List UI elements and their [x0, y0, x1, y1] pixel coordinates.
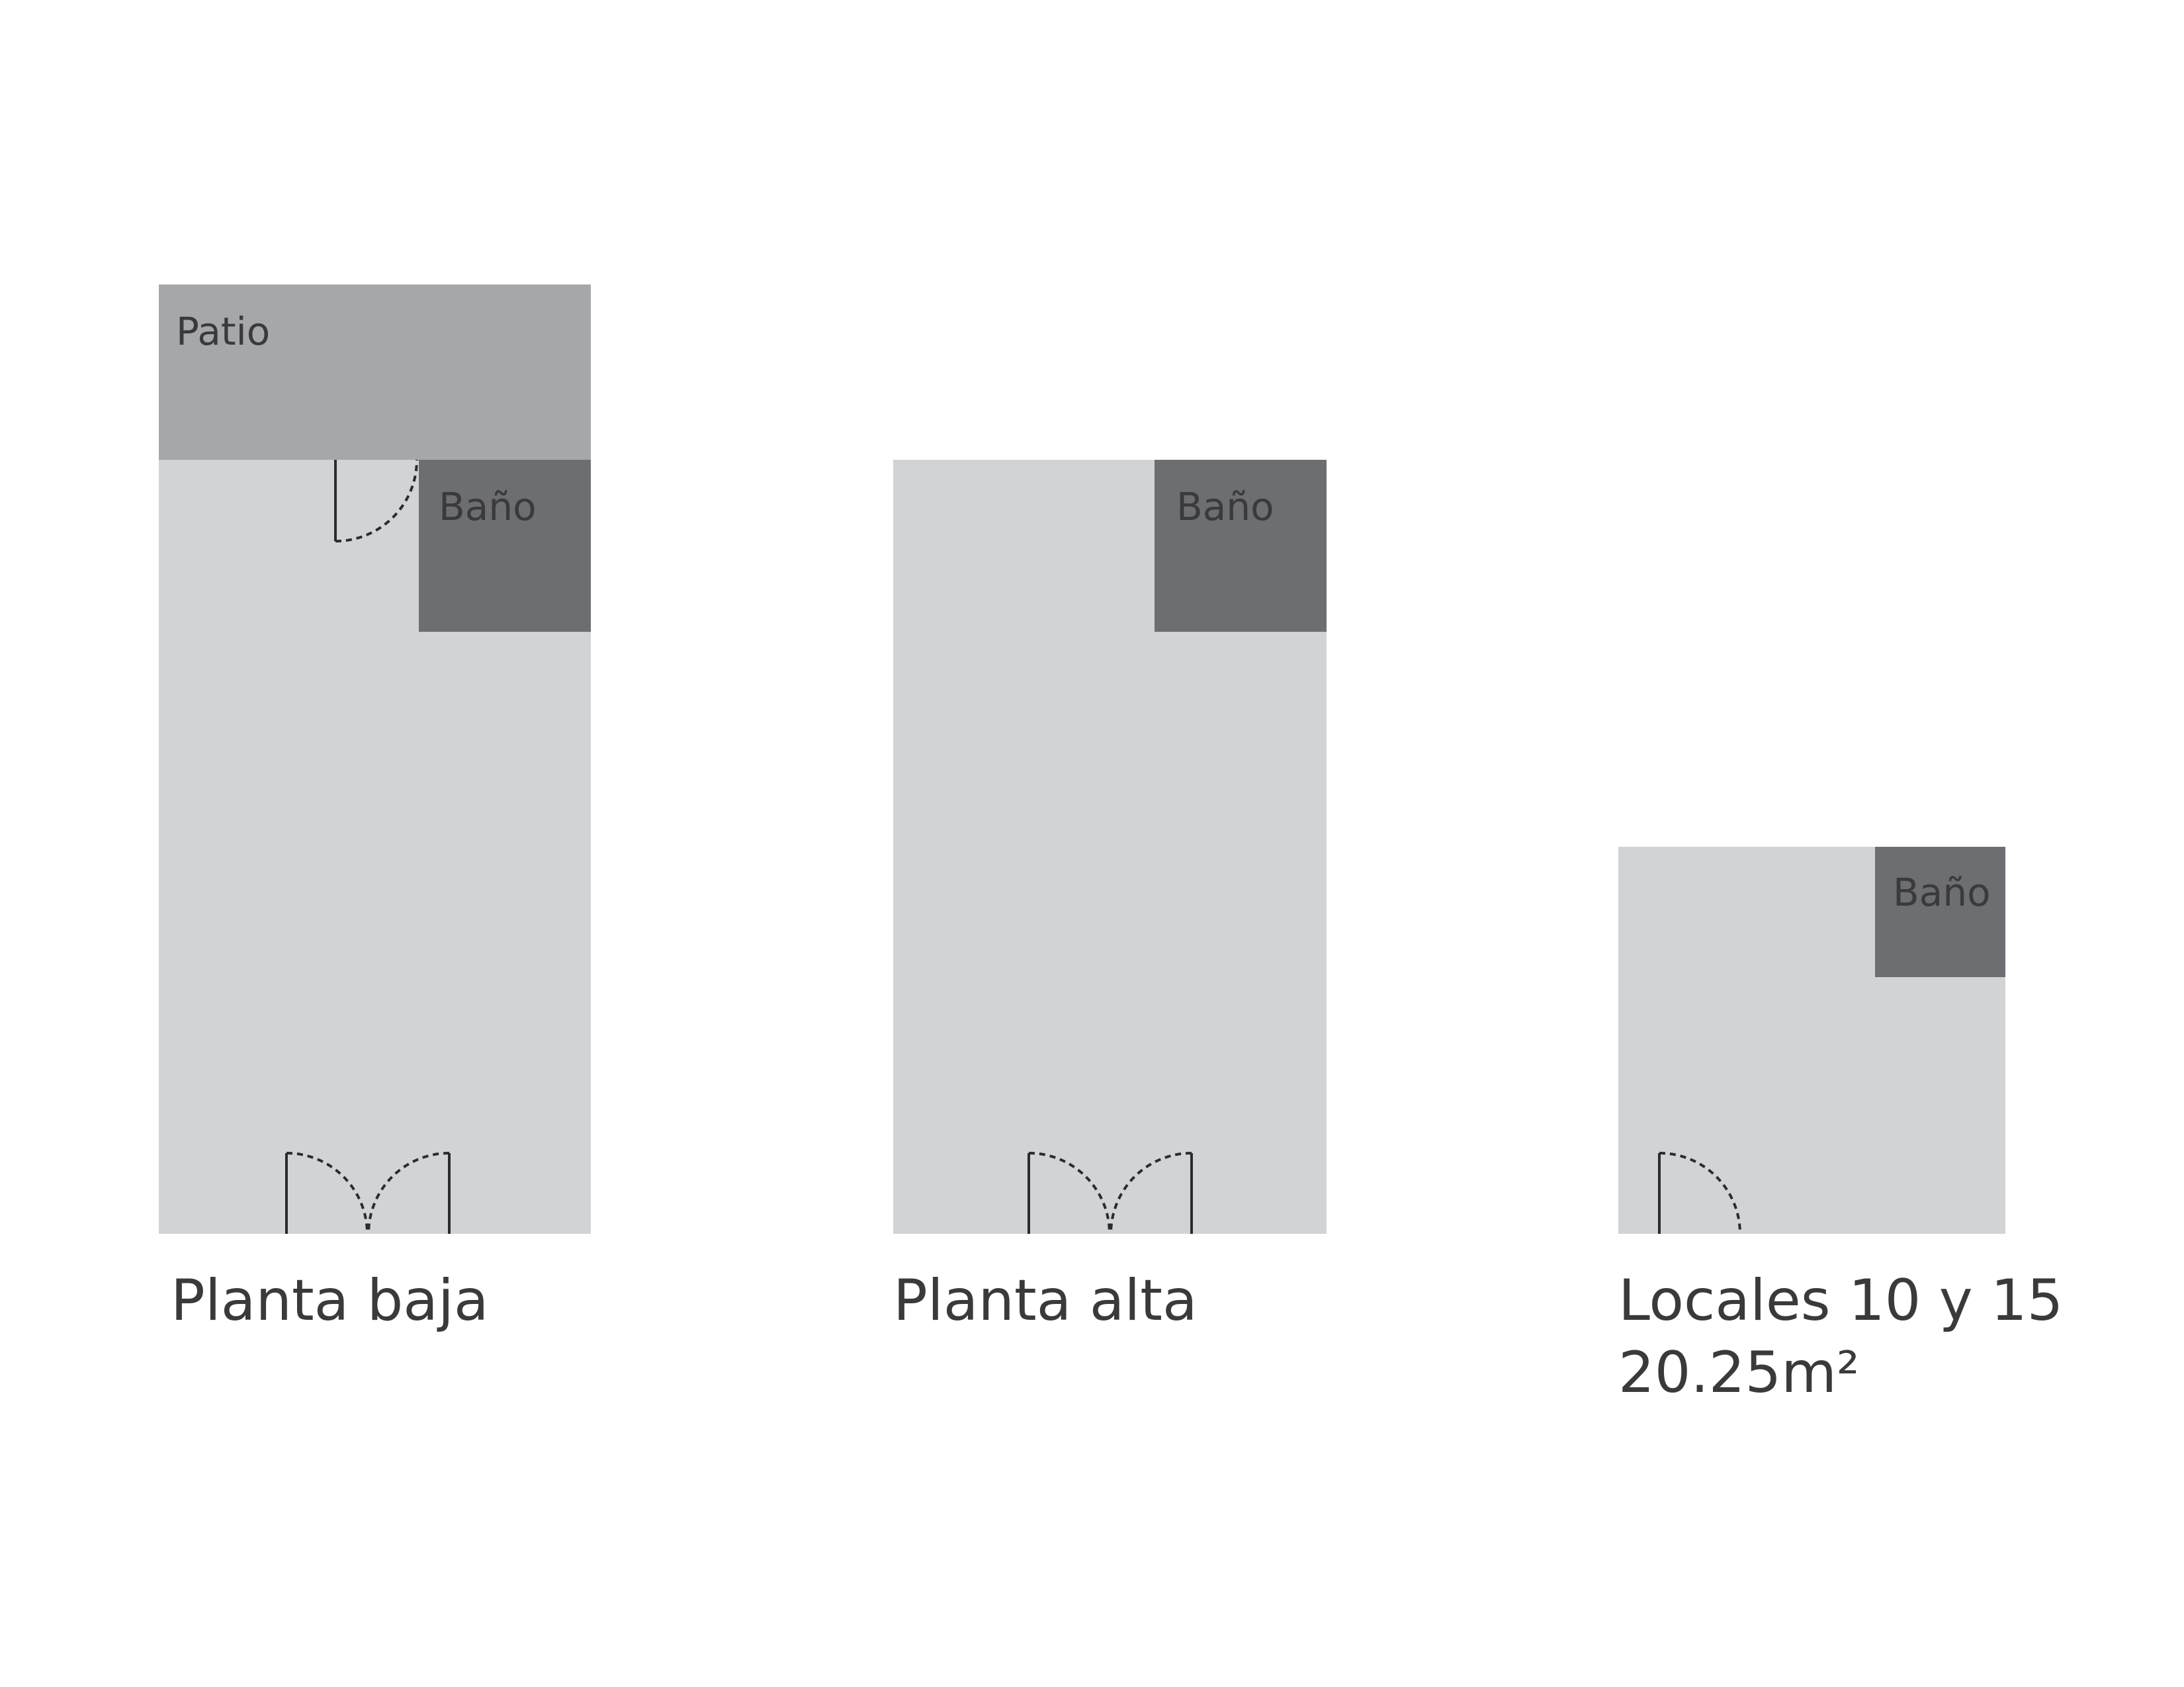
plan-title-planta-baja: Planta baja — [171, 1268, 489, 1334]
bathroom-label: Baño — [439, 484, 537, 529]
bathroom-label: Baño — [1893, 870, 1991, 915]
plan-title-locales: Locales 10 y 15 — [1618, 1268, 2064, 1334]
bathroom-area — [1155, 460, 1327, 632]
patio-area — [159, 284, 591, 460]
single-door-icon — [334, 459, 418, 542]
single-door-icon — [1658, 1152, 1741, 1234]
plan-area-locales: 20.25m² — [1618, 1340, 1860, 1406]
double-door-icon — [1027, 1152, 1193, 1234]
bathroom-area — [419, 460, 591, 632]
bathroom-label: Baño — [1176, 484, 1274, 529]
plan-locales: Baño — [1618, 847, 2005, 1234]
plan-planta-baja: Patio Baño — [159, 284, 591, 1234]
patio-label: Patio — [176, 309, 270, 354]
plan-planta-alta: Baño — [893, 460, 1327, 1234]
plan-title-planta-alta: Planta alta — [893, 1268, 1198, 1334]
bathroom-area — [1875, 847, 2005, 977]
double-door-icon — [285, 1152, 451, 1234]
